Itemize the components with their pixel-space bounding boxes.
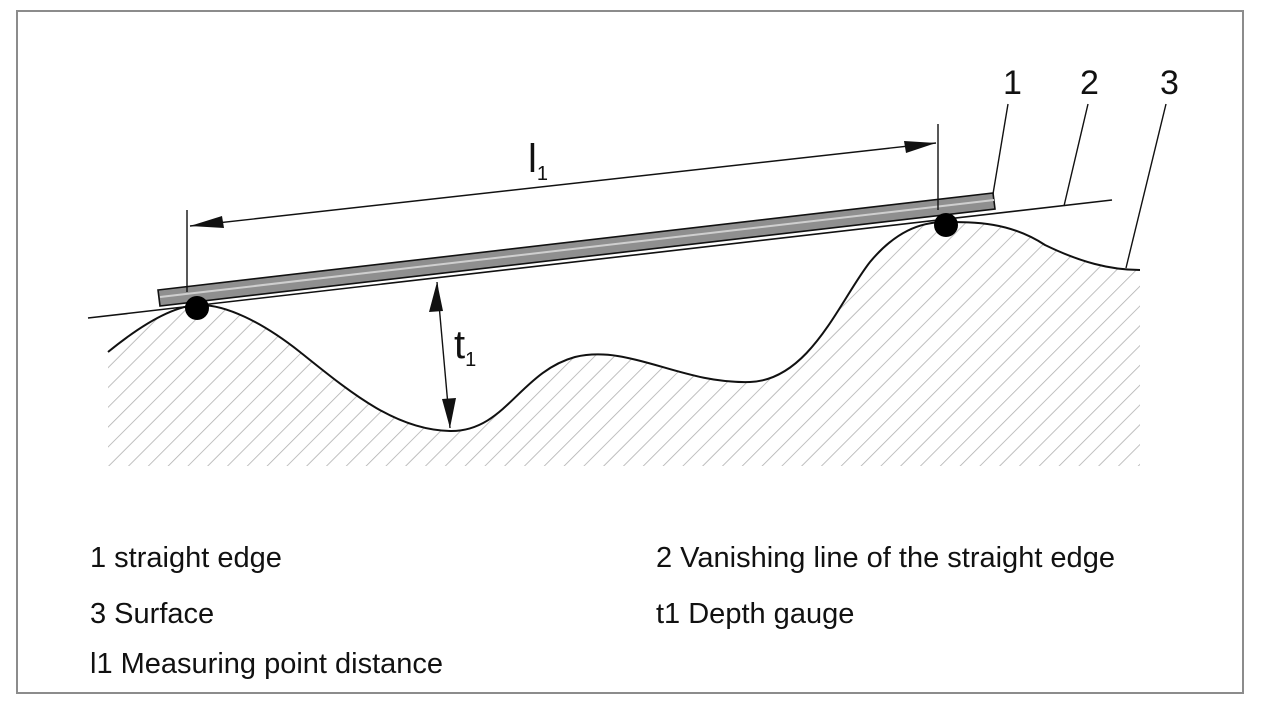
surface-hatching xyxy=(108,222,1140,466)
callout-2: 2 xyxy=(1080,64,1099,102)
legend-item-measuring-distance: l1 Measuring point distance xyxy=(90,648,444,680)
contact-point-right xyxy=(934,213,958,237)
straight-edge-highlight xyxy=(159,199,995,298)
legend-item-vanishing-line: 2 Vanishing line of the straight edge xyxy=(656,542,1115,574)
legend-item-surface: 3 Surface xyxy=(90,598,215,630)
legend-item-depth-gauge: t1 Depth gauge xyxy=(656,598,855,630)
l1-label: l1 xyxy=(528,137,548,185)
t1-arrow-top xyxy=(429,282,443,312)
callout-1: 1 xyxy=(1003,64,1022,102)
callout-leader-3 xyxy=(1125,103,1167,269)
l1-arrow-right xyxy=(904,141,936,153)
surface-curve xyxy=(107,220,1141,433)
callout-leader-2 xyxy=(1063,103,1089,207)
t1-arrow-bottom xyxy=(442,398,456,428)
l1-dimension-line xyxy=(189,142,937,227)
callout-leader-1 xyxy=(992,103,1009,195)
callout-3: 3 xyxy=(1160,64,1179,102)
legend-item-straight-edge: 1 straight edge xyxy=(90,542,282,574)
contact-point-left xyxy=(185,296,209,320)
t1-label: t1 xyxy=(454,323,476,371)
l1-arrow-left xyxy=(190,216,224,228)
